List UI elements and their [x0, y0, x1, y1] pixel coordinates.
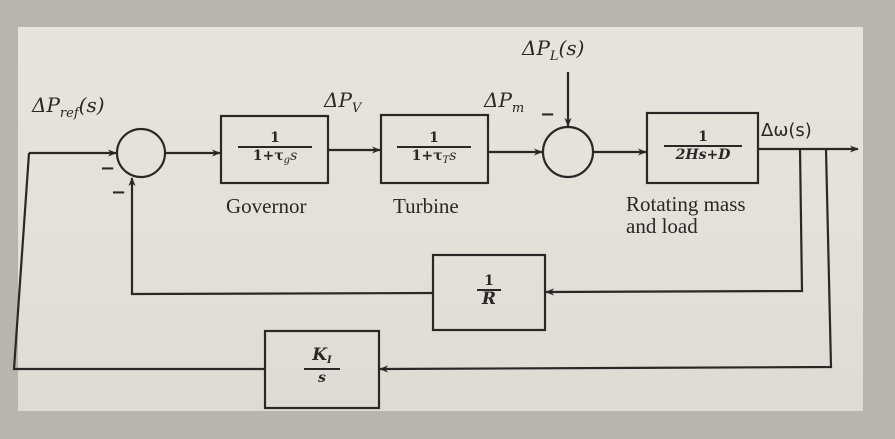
integral-to-ref-path [12, 152, 265, 371]
summing-junction-2 [541, 125, 595, 179]
droop-to-sum1-path [128, 177, 434, 296]
reference-signal-label: ΔPref(s) [32, 93, 105, 121]
governor-transfer-function: 1 1+τgs [238, 131, 312, 169]
governor-caption: Governor [226, 194, 307, 218]
sum1-sign-droop: − [111, 182, 127, 203]
valve-signal-label: ΔPV [324, 88, 362, 116]
rotating-mass-transfer-function: 1 2Hs+D [664, 130, 742, 163]
droop-feedback-path [545, 148, 804, 296]
rotating-mass-caption-line2: and load [626, 214, 698, 238]
droop-block [431, 253, 547, 332]
output-signal-label: Δω(s) [761, 120, 812, 141]
integral-feedback-path [379, 148, 833, 373]
turbine-block [379, 113, 490, 185]
mechanical-power-label: ΔPm [484, 88, 525, 116]
sum2-sign-load: − [540, 104, 556, 125]
turbine-caption: Turbine [393, 194, 459, 218]
rotating-mass-caption-line1: Rotating mass [626, 192, 746, 216]
summing-junction-1 [115, 127, 167, 179]
integral-transfer-function: KI s [304, 347, 340, 386]
sum1-sign-reference: − [100, 158, 116, 179]
load-disturbance-label: ΔPL(s) [522, 36, 585, 64]
turbine-transfer-function: 1 1+τTs [397, 131, 471, 169]
droop-transfer-function: 1 R [477, 274, 501, 308]
paper-page [18, 27, 863, 411]
rotating-mass-caption: Rotating mass and load [626, 193, 746, 237]
